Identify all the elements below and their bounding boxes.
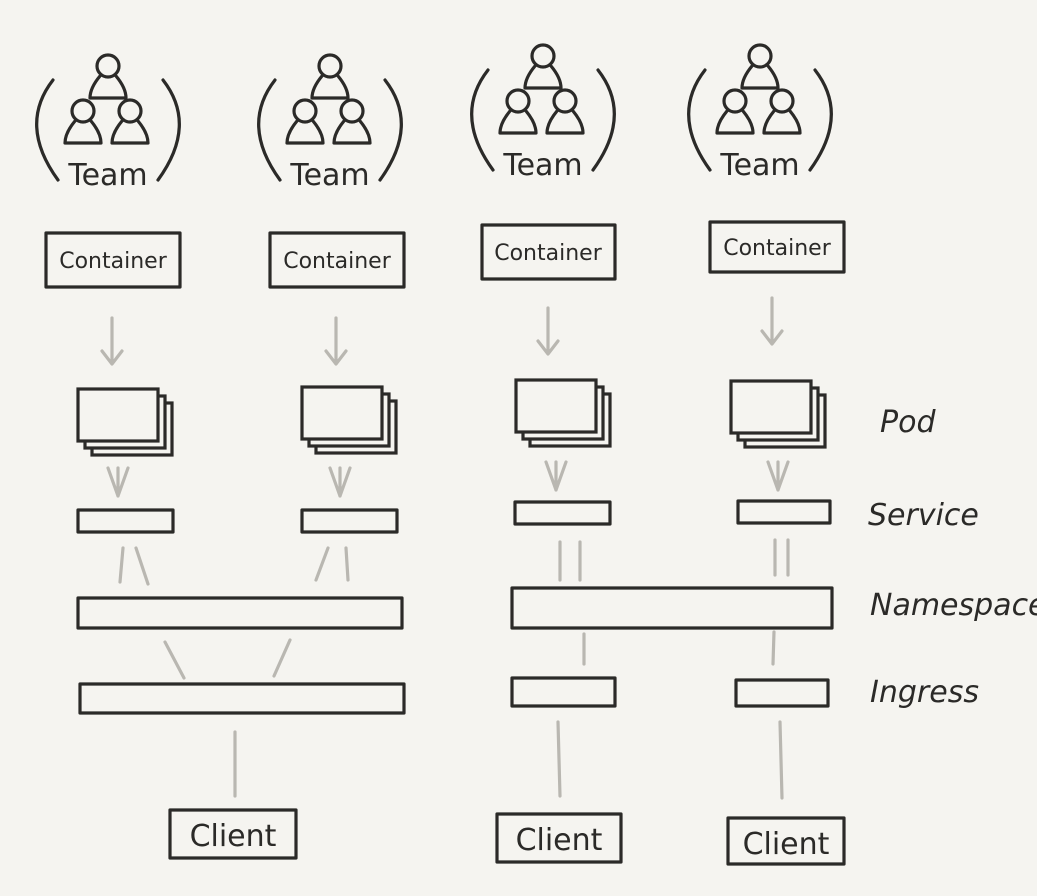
client-box-3: Client [726, 816, 846, 866]
arrow-down-icon [544, 460, 568, 492]
pod-stack-3 [514, 378, 612, 448]
container-label: Container [59, 249, 167, 274]
service-box-2 [300, 508, 399, 534]
container-box-3: Container [480, 223, 617, 281]
layer-label-ingress: Ingress [870, 675, 979, 710]
team-3: Team [472, 45, 615, 183]
arrow-down-icon [328, 466, 352, 498]
pod-stack-2 [300, 385, 398, 455]
client-label: Client [743, 827, 830, 862]
namespace-ingress-links [163, 630, 776, 680]
team-1: Team [37, 55, 180, 193]
service-box-4 [736, 499, 832, 525]
container-box-2: Container [268, 231, 406, 289]
namespace-bar-2 [510, 586, 834, 630]
layer-label-service: Service [868, 498, 979, 533]
arrow-down-icon [760, 296, 784, 346]
pod-stack-1 [76, 387, 174, 457]
container-box-4: Container [708, 220, 846, 274]
ingress-box-3 [734, 678, 830, 708]
team-label: Team [289, 158, 369, 193]
client-label: Client [516, 823, 603, 858]
layer-label-namespace: Namespace [870, 588, 1037, 623]
team-2: Team [259, 55, 402, 193]
team-label: Team [67, 158, 147, 193]
arrow-down-icon [766, 460, 790, 492]
pod-stack-4 [729, 379, 827, 449]
service-box-3 [513, 500, 612, 526]
ingress-box-2 [510, 676, 617, 708]
arrow-down-icon [324, 316, 348, 366]
arrow-down-icon [100, 316, 124, 366]
client-box-2: Client [495, 812, 623, 864]
client-box-1: Client [168, 808, 298, 860]
team-label: Team [502, 148, 582, 183]
ingress-client-links [233, 720, 784, 800]
team-4: Team [689, 45, 832, 183]
container-label: Container [283, 249, 391, 274]
container-box-1: Container [44, 231, 182, 289]
client-label: Client [190, 819, 277, 854]
arrow-down-icon [536, 306, 560, 356]
service-box-1 [76, 508, 175, 534]
layer-label-pod: Pod [880, 405, 936, 440]
namespace-bar-1 [76, 596, 404, 630]
arrow-down-icon [106, 466, 130, 498]
container-label: Container [494, 241, 602, 266]
container-label: Container [723, 236, 831, 261]
service-namespace-links [118, 538, 790, 586]
ingress-bar-1 [78, 682, 406, 715]
team-label: Team [719, 148, 799, 183]
